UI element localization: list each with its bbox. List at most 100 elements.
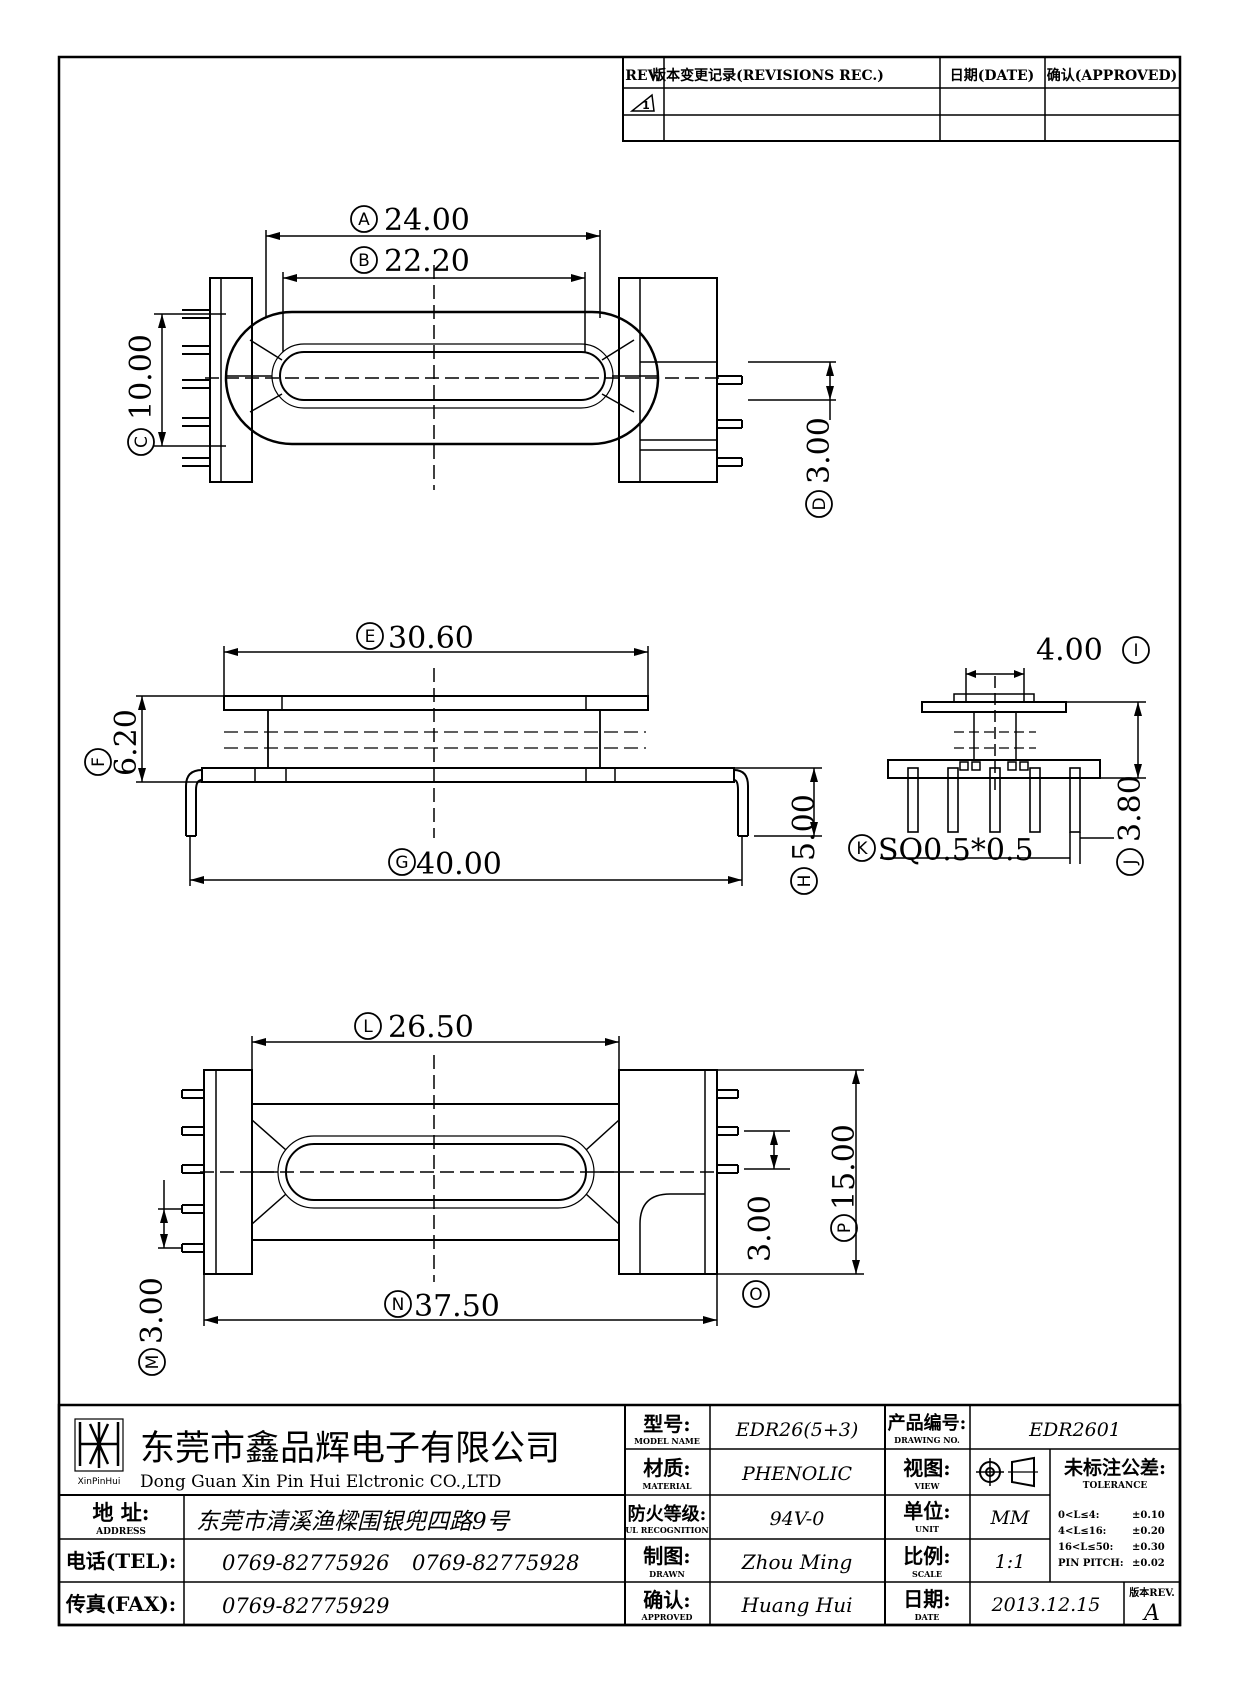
dim-B-letter: B: [358, 251, 370, 271]
dim-C: C 10.00: [124, 334, 159, 456]
dim-L: L 26.50: [354, 1010, 474, 1045]
scale-label-en: SCALE: [912, 1569, 942, 1579]
drawing-no-label: 产品编号:: [888, 1412, 967, 1434]
dim-A-value: 24.00: [384, 203, 470, 238]
top-view: [154, 230, 836, 490]
material-value: PHENOLIC: [741, 1463, 853, 1485]
dim-E-value: 30.60: [388, 621, 474, 656]
model-label: 型号:: [643, 1412, 690, 1436]
dim-F-letter: F: [89, 757, 109, 767]
bottom-view: [158, 1036, 864, 1326]
dim-J-value: 3.80: [1113, 775, 1148, 842]
dim-N: N 37.50: [384, 1289, 500, 1324]
material-label-en: MATERIAL: [643, 1481, 692, 1491]
approved-col-header: 确认(APPROVED): [1047, 67, 1177, 84]
dim-O-letter: O: [749, 1285, 762, 1305]
dim-A: A 24.00: [350, 203, 470, 238]
dim-G-value: 40.00: [416, 847, 502, 882]
revision-table: REV. 版本变更记录(REVISIONS REC.) 日期(DATE) 确认(…: [622, 56, 1181, 142]
dim-M-value: 3.00: [135, 1277, 170, 1344]
dim-D-letter: D: [810, 497, 830, 510]
view-label: 视图:: [903, 1456, 950, 1480]
dim-B-value: 22.20: [384, 244, 470, 279]
side-view: [880, 668, 1146, 864]
dim-A-letter: A: [358, 210, 370, 230]
dim-H-letter: H: [795, 875, 815, 888]
front-view: [136, 646, 822, 886]
dim-C-letter: C: [132, 436, 152, 448]
dim-I-letter: I: [1133, 641, 1138, 661]
dim-E-letter: E: [365, 627, 376, 647]
drawing-no-label-en: DRAWING NO.: [894, 1435, 960, 1445]
tol-range-2: 16<L≤50:: [1058, 1542, 1113, 1553]
drawn-label-en: DRAWN: [649, 1569, 685, 1579]
date-label-en: DATE: [915, 1612, 940, 1622]
dim-K-letter: K: [856, 839, 868, 859]
tol-range-0: 0<L≤4:: [1058, 1510, 1099, 1521]
drawn-label: 制图:: [643, 1544, 690, 1568]
dim-L-letter: L: [363, 1017, 373, 1037]
dim-D: D 3.00: [802, 417, 837, 518]
tol-value-1: ±0.20: [1132, 1526, 1165, 1537]
tel-1: 0769-82775926: [222, 1551, 389, 1575]
fax-value: 0769-82775929: [222, 1594, 389, 1618]
dim-G: G 40.00: [388, 847, 502, 882]
model-label-en: MODEL NAME: [634, 1436, 700, 1446]
address-value: 东莞市清溪渔樑围银兜四路9号: [196, 1509, 511, 1535]
tol-value-0: ±0.10: [1132, 1510, 1165, 1521]
approved-label: 确认:: [643, 1588, 690, 1612]
fax-label: 传真(FAX):: [65, 1592, 176, 1616]
tolerance-label: 未标注公差:: [1063, 1456, 1166, 1479]
company-name-en: Dong Guan Xin Pin Hui Elctronic CO.,LTD: [140, 1472, 501, 1492]
drawing-no-value: EDR2601: [1028, 1419, 1121, 1441]
address-label-en: ADDRESS: [95, 1527, 146, 1537]
dim-H-value: 5.00: [787, 794, 822, 861]
dim-P-letter: P: [835, 1223, 855, 1233]
dim-D-value: 3.00: [802, 417, 837, 484]
company-name-cn: 东莞市鑫品辉电子有限公司: [140, 1429, 560, 1469]
first-angle-projection-icon: [976, 1456, 1038, 1488]
tel-2: 0769-82775928: [412, 1551, 579, 1575]
material-label: 材质:: [643, 1456, 690, 1480]
drawn-value: Zhou Ming: [741, 1550, 853, 1574]
tolerance-table: 0<L≤4: ±0.10 4<L≤16: ±0.20 16<L≤50: ±0.3…: [1058, 1510, 1165, 1569]
revision-number: 1: [642, 99, 650, 112]
dim-N-letter: N: [392, 1295, 405, 1315]
revisions-col-header: 版本变更记录(REVISIONS REC.): [652, 67, 884, 84]
dim-P: P 15.00: [827, 1124, 862, 1242]
flame-value: 94V-0: [770, 1508, 825, 1530]
company-logo: XinPinHui: [74, 1418, 124, 1487]
dim-M-letter: M: [143, 1355, 163, 1370]
dim-I: 4.00 I: [1036, 633, 1150, 668]
flame-label: 防火等级:: [628, 1503, 707, 1525]
dim-I-value: 4.00: [1036, 633, 1103, 668]
title-block: XinPinHui 东莞市鑫品辉电子有限公司 Dong Guan Xin Pin…: [57, 1403, 1182, 1627]
revision-triangle-icon: [629, 93, 655, 112]
dim-P-value: 15.00: [827, 1124, 862, 1210]
tol-range-1: 4<L≤16:: [1058, 1526, 1106, 1537]
dim-E: E 30.60: [356, 621, 474, 656]
dim-B: B 22.20: [350, 244, 470, 279]
unit-label-en: UNIT: [915, 1524, 939, 1534]
tol-value-3: ±0.02: [1132, 1558, 1165, 1569]
dim-J-letter: J: [1121, 859, 1141, 865]
dim-O: 3.00 O: [742, 1195, 778, 1308]
dim-G-letter: G: [395, 853, 408, 873]
unit-value: MM: [990, 1507, 1030, 1529]
dim-H: H 5.00: [787, 794, 822, 895]
flame-label-en: UL RECOGNITION: [625, 1525, 708, 1535]
approved-label-en: APPROVED: [641, 1612, 693, 1622]
dim-F-value: 6.20: [109, 709, 144, 776]
address-label: 地 址:: [92, 1500, 149, 1525]
date-label: 日期:: [903, 1587, 950, 1611]
date-value: 2013.12.15: [991, 1594, 1101, 1616]
tolerance-label-en: TOLERANCE: [1083, 1481, 1148, 1491]
scale-value: 1:1: [995, 1551, 1026, 1573]
unit-label: 单位:: [903, 1499, 950, 1523]
approved-value: Huang Hui: [740, 1593, 852, 1617]
tol-range-3: PIN PITCH:: [1058, 1558, 1124, 1569]
date-col-header: 日期(DATE): [950, 68, 1035, 84]
dim-K-value: SQ0.5*0.5: [878, 833, 1034, 868]
logo-text: XinPinHui: [78, 1477, 121, 1487]
